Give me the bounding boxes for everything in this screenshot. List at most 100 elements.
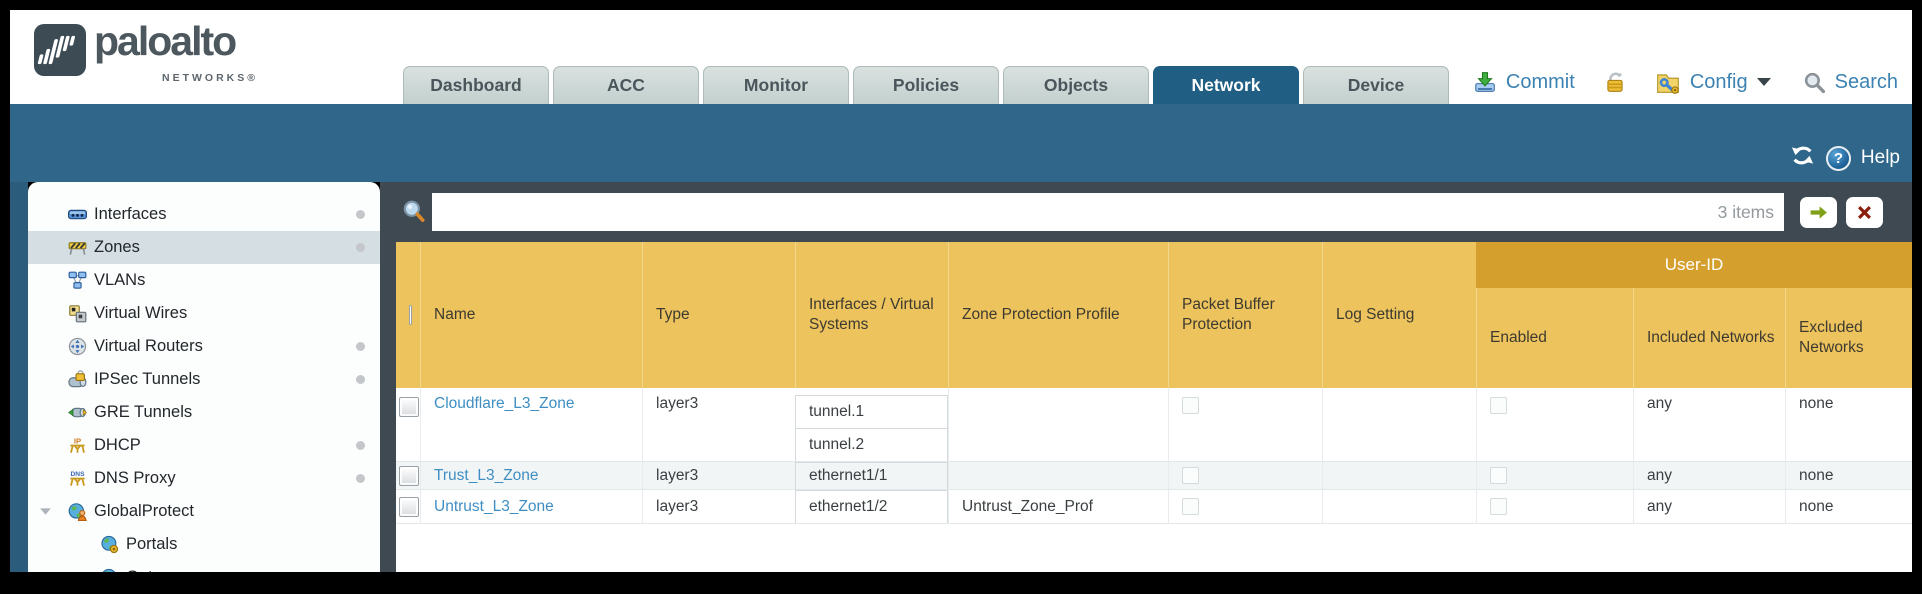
globalprotect-icon <box>68 502 87 521</box>
panel-splitter[interactable] <box>380 182 396 572</box>
tree-expander-icon[interactable] <box>37 503 54 520</box>
commit-button[interactable]: Commit <box>1505 70 1575 93</box>
log-setting-cell <box>1322 490 1476 523</box>
svg-text:DNS: DNS <box>70 471 85 478</box>
column-header-type[interactable]: Type <box>642 242 795 388</box>
interfaces-cell: ethernet1/1 <box>795 462 948 489</box>
tab-monitor[interactable]: Monitor <box>703 66 849 104</box>
sidebar-item-interfaces[interactable]: Interfaces <box>28 198 380 231</box>
column-header-packet-buffer-protection[interactable]: Packet Buffer Protection <box>1168 242 1322 388</box>
tab-dashboard[interactable]: Dashboard <box>403 66 549 104</box>
interface-item: tunnel.2 <box>795 428 948 461</box>
row-select-cell <box>396 462 420 489</box>
paloalto-logo-icon <box>34 24 86 76</box>
sidebar-item-globalprotect[interactable]: GlobalProtect <box>28 495 380 528</box>
status-dot <box>356 441 365 450</box>
sidebar-item-label: IPSec Tunnels <box>94 370 201 388</box>
search-button[interactable]: Search <box>1834 70 1898 93</box>
filter-input[interactable] <box>432 193 1784 231</box>
column-header-label: Log Setting <box>1336 305 1415 323</box>
column-header-log-setting[interactable]: Log Setting <box>1322 242 1476 388</box>
column-header-label: Excluded Networks <box>1799 318 1864 356</box>
portals-icon <box>100 535 119 554</box>
select-all-header[interactable] <box>396 242 420 388</box>
sidebar-item-label: GRE Tunnels <box>94 403 193 421</box>
excluded-networks-cell: none <box>1785 388 1912 461</box>
zone-name-link[interactable]: Cloudflare_L3_Zone <box>434 395 575 412</box>
zone-protection-profile-cell <box>948 462 1168 489</box>
column-header-zone-protection-profile[interactable]: Zone Protection Profile <box>948 242 1168 388</box>
column-header-included-networks[interactable]: Included Networks <box>1633 288 1785 388</box>
sidebar-item-virtual-wires[interactable]: Virtual Wires <box>28 297 380 330</box>
included-networks-cell: any <box>1633 462 1785 489</box>
tab-policies[interactable]: Policies <box>853 66 999 104</box>
help-icon[interactable]: ? <box>1825 145 1851 171</box>
commit-icon <box>1473 70 1497 94</box>
sidebar-item-portals[interactable]: Portals <box>28 528 380 561</box>
filter-bar: 3 items <box>396 182 1912 242</box>
column-header-enabled[interactable]: Enabled <box>1476 288 1633 388</box>
header-actions: Commit Config Search <box>1473 60 1898 104</box>
sidebar-item-zones[interactable]: Zones <box>28 231 380 264</box>
status-dot <box>356 375 365 384</box>
column-header-label: Name <box>434 305 476 323</box>
packet-buffer-protection-checkbox[interactable] <box>1182 467 1199 484</box>
user-id-enabled-checkbox[interactable] <box>1490 397 1507 414</box>
packet-buffer-protection-checkbox[interactable] <box>1182 498 1199 515</box>
status-dot <box>356 474 365 483</box>
user-id-enabled-cell <box>1476 462 1633 489</box>
status-dot <box>356 210 365 219</box>
column-header-interfaces-virtual-systems[interactable]: Interfaces / Virtual Systems <box>795 242 948 388</box>
chevron-down-icon[interactable] <box>1756 78 1771 86</box>
interface-item: ethernet1/2 <box>795 490 948 523</box>
zone-name-link[interactable]: Trust_L3_Zone <box>434 466 539 484</box>
sidebar-item-ipsec-tunnels[interactable]: IPSec Tunnels <box>28 363 380 396</box>
row-select-checkbox[interactable] <box>399 465 419 486</box>
config-menu-button[interactable]: Config <box>1689 70 1748 93</box>
row-select-checkbox[interactable] <box>399 397 419 417</box>
row-select-checkbox[interactable] <box>399 496 419 517</box>
user-id-enabled-checkbox[interactable] <box>1490 498 1507 515</box>
user-id-enabled-checkbox[interactable] <box>1490 467 1507 484</box>
help-label[interactable]: Help <box>1860 147 1900 168</box>
column-header-label: Included Networks <box>1647 328 1775 346</box>
column-header-excluded-networks[interactable]: Excluded Networks <box>1785 288 1912 388</box>
clear-filter-button[interactable] <box>1846 197 1883 228</box>
tab-acc[interactable]: ACC <box>553 66 699 104</box>
zone-name-link[interactable]: Untrust_L3_Zone <box>434 497 554 515</box>
column-header-label: Enabled <box>1490 328 1547 346</box>
column-header-name[interactable]: Name <box>420 242 642 388</box>
tab-objects[interactable]: Objects <box>1003 66 1149 104</box>
zone-type-cell: layer3 <box>642 490 795 523</box>
tab-network[interactable]: Network <box>1153 66 1299 104</box>
sidebar-item-label: Zones <box>94 238 140 256</box>
brand-subtitle: NETWORKS® <box>162 72 258 84</box>
select-all-checkbox[interactable] <box>409 305 412 325</box>
sidebar-item-label: Virtual Wires <box>94 304 188 322</box>
sidebar-item-gre-tunnels[interactable]: GRE Tunnels <box>28 396 380 429</box>
sidebar-item-gateways[interactable]: Gateways <box>28 561 380 572</box>
vlans-icon <box>68 271 87 290</box>
unlock-icon[interactable] <box>1603 70 1627 94</box>
virtual-routers-icon <box>68 337 87 356</box>
sidebar-item-label: GlobalProtect <box>94 502 194 520</box>
search-icon <box>1803 71 1826 94</box>
brand-name: paloalto <box>94 18 237 64</box>
packet-buffer-protection-checkbox[interactable] <box>1182 397 1199 414</box>
sidebar-item-vlans[interactable]: VLANs <box>28 264 380 297</box>
user-id-enabled-cell <box>1476 388 1633 461</box>
tab-device[interactable]: Device <box>1303 66 1449 104</box>
apply-filter-button[interactable] <box>1800 197 1837 228</box>
refresh-icon[interactable] <box>1789 142 1816 174</box>
zone-protection-profile-cell: Untrust_Zone_Prof <box>948 490 1168 523</box>
sidebar-item-virtual-routers[interactable]: Virtual Routers <box>28 330 380 363</box>
gre-tunnels-icon <box>68 403 87 422</box>
